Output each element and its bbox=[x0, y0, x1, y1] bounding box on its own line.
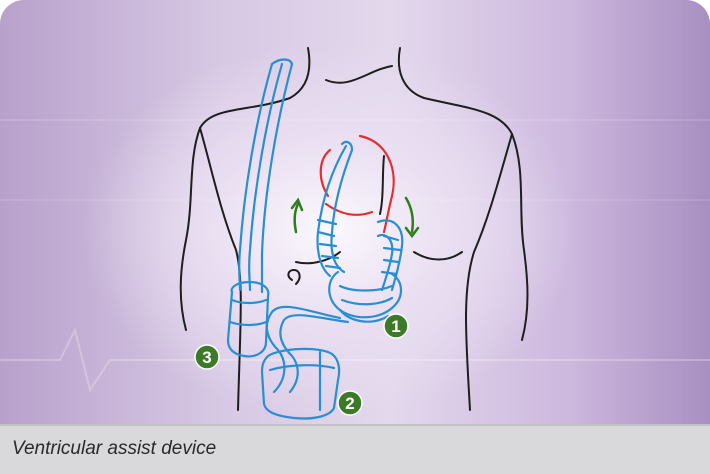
callout-1-label: 1 bbox=[391, 317, 400, 336]
callout-2-label: 2 bbox=[345, 394, 354, 413]
callout-3: 3 bbox=[195, 345, 219, 369]
figure-caption: Ventricular assist device bbox=[12, 438, 216, 460]
callout-2: 2 bbox=[338, 391, 362, 415]
caption-bar: Ventricular assist device bbox=[0, 424, 710, 474]
callout-3-label: 3 bbox=[202, 348, 211, 367]
callout-1: 1 bbox=[384, 314, 408, 338]
vad-diagram: 1 2 3 bbox=[0, 0, 710, 424]
vad-illustration: 1 2 3 bbox=[0, 0, 710, 424]
background-texture bbox=[0, 120, 710, 390]
battery-strap bbox=[228, 60, 292, 357]
torso-outline bbox=[181, 48, 528, 410]
vad-pump bbox=[318, 142, 403, 322]
